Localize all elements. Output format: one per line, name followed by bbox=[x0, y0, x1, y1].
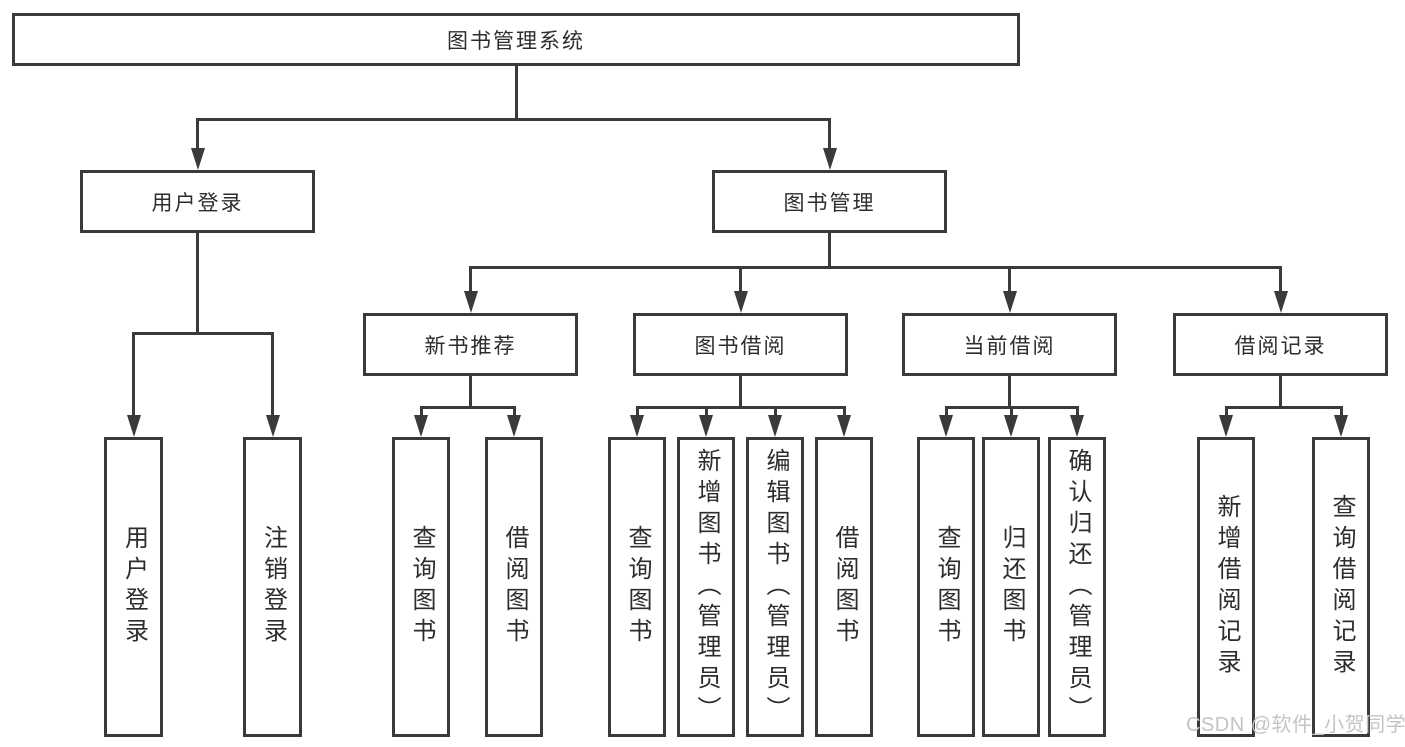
arrowhead-icon bbox=[1002, 291, 1017, 313]
node-label: 借阅记录 bbox=[1234, 334, 1327, 358]
arrowhead-icon bbox=[1219, 415, 1233, 437]
diagram-node-bb-edit-books: 编辑图书（管理员） bbox=[746, 437, 804, 737]
arrowhead-icon bbox=[822, 148, 837, 170]
node-label: 图书借阅 bbox=[694, 334, 787, 358]
connector-line bbox=[512, 406, 516, 415]
connector-line bbox=[196, 118, 199, 148]
diagram-node-bb-borrow-books: 借阅图书 bbox=[815, 437, 873, 737]
connector-line bbox=[196, 233, 199, 335]
connector-line bbox=[635, 406, 846, 409]
connector-line bbox=[469, 266, 472, 291]
node-label: 用户登录 bbox=[120, 525, 148, 649]
connector-line bbox=[132, 332, 135, 415]
node-label: 当前借阅 bbox=[963, 334, 1056, 358]
connector-line bbox=[1339, 406, 1343, 415]
diagram-node-current-borrow: 当前借阅 bbox=[902, 313, 1117, 376]
connector-line bbox=[1224, 406, 1343, 409]
connector-line bbox=[773, 406, 777, 415]
node-label: 图书管理 bbox=[783, 191, 876, 215]
arrowhead-icon bbox=[507, 415, 521, 437]
connector-line bbox=[1279, 376, 1282, 409]
connector-line bbox=[271, 332, 274, 415]
diagram-node-new-book-rec: 新书推荐 bbox=[363, 313, 578, 376]
connector-line bbox=[1075, 406, 1079, 415]
connector-line bbox=[739, 266, 742, 291]
diagram-node-borrow-records: 借阅记录 bbox=[1173, 313, 1388, 376]
node-label: 归还图书 bbox=[998, 525, 1025, 649]
diagram-node-nbr-borrow-books: 借阅图书 bbox=[485, 437, 543, 737]
connector-line bbox=[132, 332, 274, 335]
arrowhead-icon bbox=[126, 415, 141, 437]
diagram-node-br-add-record: 新增借阅记录 bbox=[1197, 437, 1255, 737]
diagram-node-book-borrow: 图书借阅 bbox=[633, 313, 848, 376]
diagram-node-root: 图书管理系统 bbox=[12, 13, 1020, 66]
connector-line bbox=[635, 406, 639, 415]
connector-line bbox=[469, 266, 1282, 269]
arrowhead-icon bbox=[837, 415, 851, 437]
connector-line bbox=[828, 233, 831, 269]
connector-line bbox=[514, 66, 518, 121]
node-label: 新增图书（管理员） bbox=[693, 447, 720, 727]
connector-line bbox=[828, 118, 831, 148]
diagram-node-cb-confirm-return: 确认归还（管理员） bbox=[1048, 437, 1106, 737]
node-label: 新增借阅记录 bbox=[1213, 494, 1240, 680]
arrowhead-icon bbox=[414, 415, 428, 437]
node-label: 查询借阅记录 bbox=[1328, 494, 1355, 680]
connector-line bbox=[704, 406, 708, 415]
connector-line bbox=[944, 406, 948, 415]
connector-line bbox=[1008, 266, 1011, 291]
connector-line bbox=[1279, 266, 1282, 291]
node-label: 查询图书 bbox=[624, 525, 651, 649]
diagram-node-op-logout: 注销登录 bbox=[243, 437, 302, 737]
diagram-node-cb-return-books: 归还图书 bbox=[982, 437, 1040, 737]
node-label: 图书管理系统 bbox=[447, 29, 585, 53]
arrowhead-icon bbox=[699, 415, 713, 437]
connector-line bbox=[842, 406, 846, 415]
diagram-node-nbr-query-books: 查询图书 bbox=[392, 437, 450, 737]
diagram-node-op-user-login: 用户登录 bbox=[104, 437, 163, 737]
diagram-node-bb-add-books: 新增图书（管理员） bbox=[677, 437, 735, 737]
node-label: 借阅图书 bbox=[501, 525, 528, 649]
connector-line bbox=[196, 118, 831, 121]
csdn-watermark: CSDN @软件_小贺同学 bbox=[1186, 714, 1405, 736]
arrowhead-icon bbox=[190, 148, 205, 170]
node-label: 查询图书 bbox=[408, 525, 435, 649]
arrowhead-icon bbox=[265, 415, 280, 437]
diagram-node-br-query-record: 查询借阅记录 bbox=[1312, 437, 1370, 737]
connector-line bbox=[739, 376, 742, 409]
connector-line bbox=[1009, 406, 1013, 415]
node-label: 新书推荐 bbox=[424, 334, 517, 358]
connector-line bbox=[469, 376, 472, 409]
node-label: 编辑图书（管理员） bbox=[762, 447, 789, 727]
node-label: 确认归还（管理员） bbox=[1064, 447, 1091, 727]
diagram-node-bb-query-books: 查询图书 bbox=[608, 437, 666, 737]
node-label: 查询图书 bbox=[933, 525, 960, 649]
connector-line bbox=[419, 406, 423, 415]
arrowhead-icon bbox=[630, 415, 644, 437]
connector-line bbox=[419, 406, 516, 409]
diagram-node-book-mgmt: 图书管理 bbox=[712, 170, 947, 233]
node-label: 用户登录 bbox=[151, 191, 244, 215]
arrowhead-icon bbox=[463, 291, 478, 313]
arrowhead-icon bbox=[939, 415, 953, 437]
connector-line bbox=[1008, 376, 1011, 409]
diagram-node-user-login: 用户登录 bbox=[80, 170, 315, 233]
arrowhead-icon bbox=[1004, 415, 1018, 437]
node-label: 借阅图书 bbox=[831, 525, 858, 649]
diagram-node-cb-query-books: 查询图书 bbox=[917, 437, 975, 737]
node-label: 注销登录 bbox=[259, 525, 287, 649]
arrowhead-icon bbox=[1273, 291, 1288, 313]
arrowhead-icon bbox=[1070, 415, 1084, 437]
arrowhead-icon bbox=[1334, 415, 1348, 437]
arrowhead-icon bbox=[733, 291, 748, 313]
connector-line bbox=[1224, 406, 1228, 415]
arrowhead-icon bbox=[768, 415, 782, 437]
